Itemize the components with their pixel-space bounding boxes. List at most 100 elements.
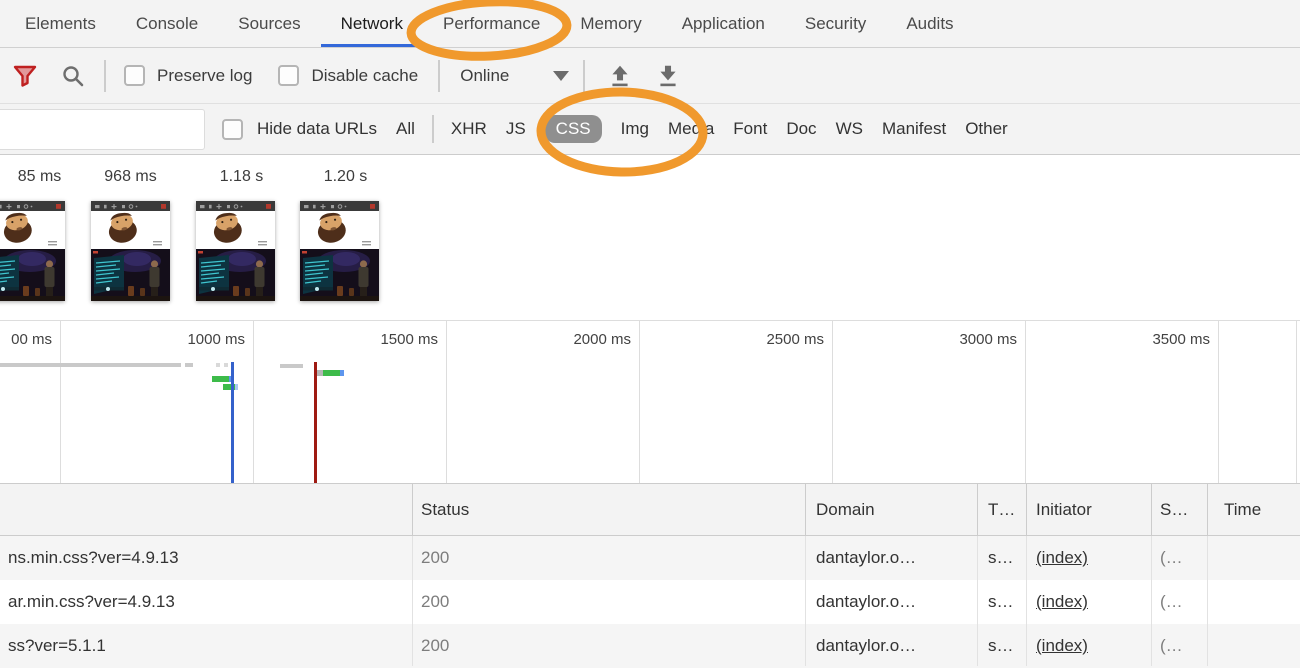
disable-cache-label: Disable cache	[311, 65, 419, 85]
search-icon[interactable]	[60, 63, 86, 89]
filter-type-ws[interactable]: WS	[835, 119, 863, 138]
filter-type-css-selected[interactable]: CSS	[544, 115, 602, 143]
cell-initiator-link[interactable]: (index)	[1036, 636, 1088, 655]
throttling-dropdown[interactable]: Online	[460, 65, 570, 86]
timeline-gridline	[639, 321, 640, 483]
tab-network[interactable]: Network	[320, 0, 423, 47]
tab-performance[interactable]: Performance	[442, 13, 541, 33]
cell-size: (…	[1160, 592, 1183, 611]
import-har-icon[interactable]	[607, 63, 633, 89]
timeline-gridline	[253, 321, 254, 483]
column-divider	[977, 536, 978, 666]
waterfall-bar	[212, 376, 229, 382]
filter-type-all[interactable]: All	[396, 119, 415, 138]
tab-application[interactable]: Application	[681, 13, 765, 33]
tab-security[interactable]: Security	[804, 13, 867, 33]
filmstrip-frame[interactable]: 1.18 s	[196, 168, 275, 301]
chevron-down-icon	[553, 70, 570, 81]
frame-screenshot[interactable]	[300, 201, 379, 301]
tab-memory[interactable]: Memory	[580, 13, 642, 33]
cell-name[interactable]: ss?ver=5.1.1	[8, 636, 106, 655]
waterfall-bar	[0, 363, 181, 367]
frame-timestamp: 968 ms	[104, 168, 157, 185]
timeline-tick-label: 00 ms	[11, 331, 52, 348]
column-header-time[interactable]: Time	[1224, 500, 1262, 519]
filter-type-manifest[interactable]: Manifest	[881, 119, 947, 138]
requests-table-header: Status Domain T… Initiator S… Time	[0, 483, 1300, 536]
waterfall-bar	[340, 370, 344, 376]
export-har-icon[interactable]	[655, 63, 681, 89]
cell-type: s…	[988, 636, 1014, 655]
filter-type-media[interactable]: Media	[667, 119, 715, 138]
column-divider[interactable]	[1151, 484, 1152, 535]
cell-initiator-link[interactable]: (index)	[1036, 592, 1088, 611]
column-header-domain[interactable]: Domain	[816, 500, 875, 519]
devtools-tab-bar: Elements Console Sources Network Perform…	[0, 0, 1300, 48]
filter-divider	[431, 115, 434, 143]
hide-data-urls-toggle[interactable]: Hide data URLs	[222, 118, 377, 140]
frame-timestamp: 1.20 s	[323, 168, 368, 185]
timeline-overview[interactable]: 00 ms 1000 ms 1500 ms 2000 ms 2500 ms 30…	[0, 320, 1300, 483]
column-header-status[interactable]: Status	[421, 500, 470, 519]
frame-timestamp: 85 ms	[17, 168, 62, 185]
column-divider[interactable]	[1207, 484, 1208, 535]
timeline-gridline	[60, 321, 61, 483]
column-header-size[interactable]: S…	[1160, 500, 1189, 519]
frame-screenshot[interactable]	[0, 201, 65, 301]
cell-name[interactable]: ar.min.css?ver=4.9.13	[8, 592, 175, 611]
frame-screenshot[interactable]	[196, 201, 275, 301]
cell-initiator-link[interactable]: (index)	[1036, 548, 1088, 567]
column-divider[interactable]	[977, 484, 978, 535]
column-header-initiator[interactable]: Initiator	[1036, 500, 1092, 519]
waterfall-bar	[185, 363, 193, 367]
table-row[interactable]: ss?ver=5.1.1 200 dantaylor.o… s… (index)…	[0, 624, 1300, 668]
hide-data-urls-checkbox[interactable]	[222, 118, 243, 140]
tab-sources[interactable]: Sources	[238, 13, 301, 33]
column-divider[interactable]	[1026, 484, 1027, 535]
filter-type-img[interactable]: Img	[620, 119, 649, 138]
filmstrip-frame[interactable]: 1.20 s	[300, 168, 379, 301]
preserve-log-toggle[interactable]: Preserve log	[124, 65, 252, 86]
table-row[interactable]: ar.min.css?ver=4.9.13 200 dantaylor.o… s…	[0, 580, 1300, 624]
waterfall-bar	[223, 384, 235, 390]
column-divider	[1151, 536, 1152, 666]
disable-cache-toggle[interactable]: Disable cache	[278, 65, 418, 86]
tab-console[interactable]: Console	[135, 13, 199, 33]
preserve-log-checkbox[interactable]	[124, 65, 145, 86]
timeline-tick-label: 2500 ms	[766, 331, 824, 348]
tab-elements[interactable]: Elements	[25, 13, 96, 33]
waterfall-bar	[323, 370, 340, 376]
filter-type-font[interactable]: Font	[733, 119, 768, 138]
timeline-tick-label: 1500 ms	[380, 331, 438, 348]
frame-screenshot[interactable]	[91, 201, 170, 301]
timeline-tick-label: 2000 ms	[573, 331, 631, 348]
cell-type: s…	[988, 548, 1014, 567]
column-divider	[805, 536, 806, 666]
filter-type-xhr[interactable]: XHR	[450, 119, 487, 138]
filter-type-doc[interactable]: Doc	[786, 119, 817, 138]
column-divider[interactable]	[805, 484, 806, 535]
table-row[interactable]: ns.min.css?ver=4.9.13 200 dantaylor.o… s…	[0, 536, 1300, 580]
cell-status: 200	[421, 592, 450, 611]
filter-type-other[interactable]: Other	[965, 119, 1008, 138]
column-divider[interactable]	[412, 484, 413, 535]
tab-audits[interactable]: Audits	[906, 13, 954, 33]
load-event-marker	[314, 362, 317, 483]
cell-name[interactable]: ns.min.css?ver=4.9.13	[8, 548, 179, 567]
disable-cache-checkbox[interactable]	[278, 65, 300, 86]
filmstrip-frame[interactable]: 85 ms	[0, 168, 65, 301]
filter-input[interactable]	[0, 109, 205, 150]
cell-status: 200	[421, 548, 450, 567]
filter-type-js[interactable]: JS	[505, 119, 526, 138]
record-filter-funnel-icon[interactable]	[12, 63, 38, 89]
toolbar-divider	[104, 59, 106, 92]
throttling-value: Online	[460, 65, 510, 85]
column-divider	[412, 536, 413, 666]
timeline-gridline	[446, 321, 447, 483]
filmstrip-frame[interactable]: 968 ms	[91, 168, 170, 301]
column-header-type[interactable]: T…	[988, 500, 1016, 519]
cell-status: 200	[421, 636, 450, 655]
filmstrip: 85 ms 968 ms 1.18 s 1.20 s	[0, 155, 1300, 320]
timeline-gridline	[832, 321, 833, 483]
cell-size: (…	[1160, 548, 1183, 567]
